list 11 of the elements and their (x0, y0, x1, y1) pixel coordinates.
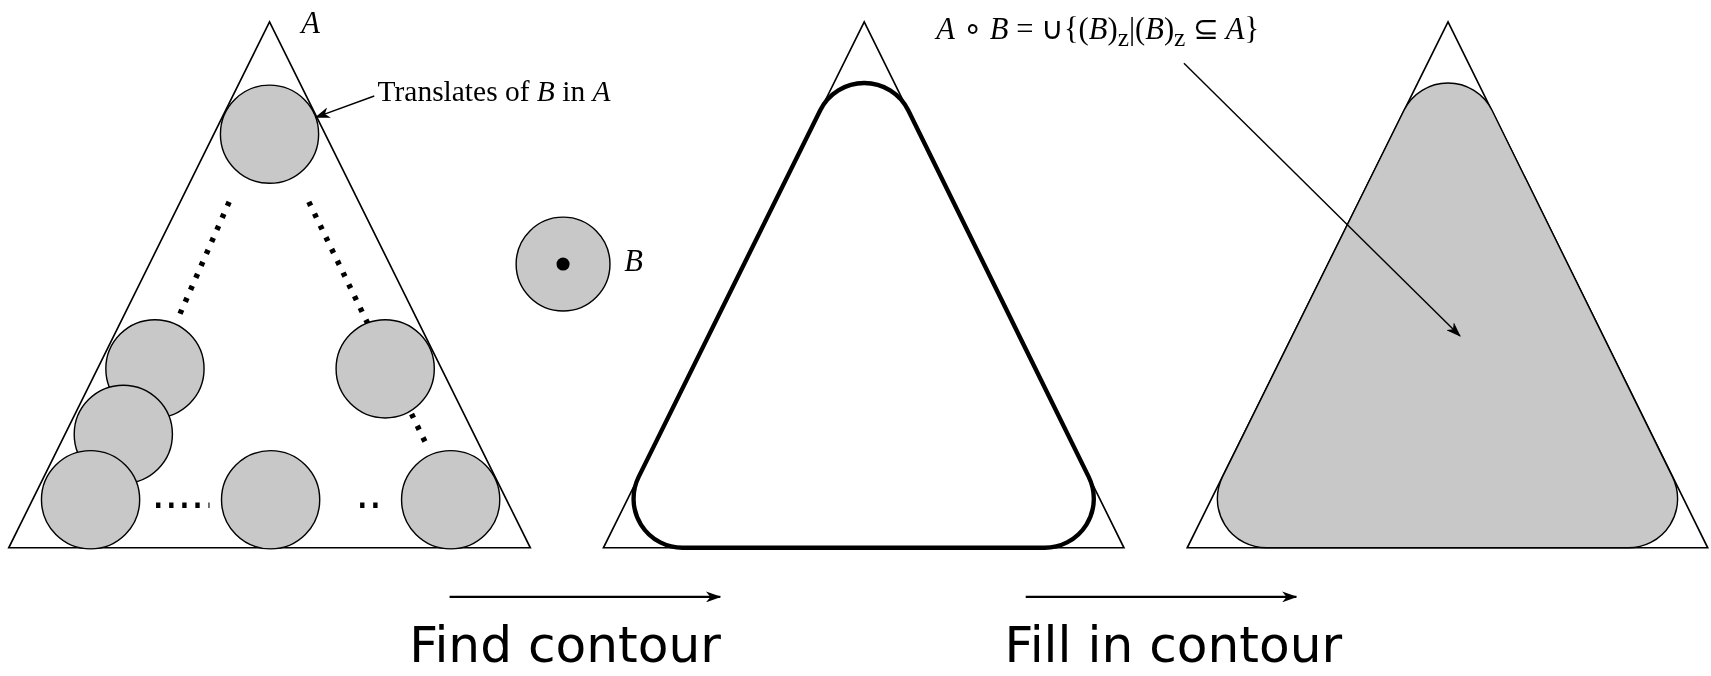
set-label: A (301, 6, 320, 41)
structuring-element-disc (515, 216, 611, 312)
annotation-text: Translates of B in A (377, 76, 611, 109)
leader-line (314, 95, 375, 119)
arrow (1183, 62, 1461, 337)
filled-region (1216, 82, 1679, 549)
step-label: Fill in contour (1004, 617, 1343, 673)
disc (219, 84, 320, 185)
set-label: B (624, 244, 643, 279)
step-label: Find contour (409, 617, 721, 673)
formula: A ∘ B = ∪{(B)$_{z}$|(B)$_{z}$ ⊆ A} (936, 13, 1260, 53)
